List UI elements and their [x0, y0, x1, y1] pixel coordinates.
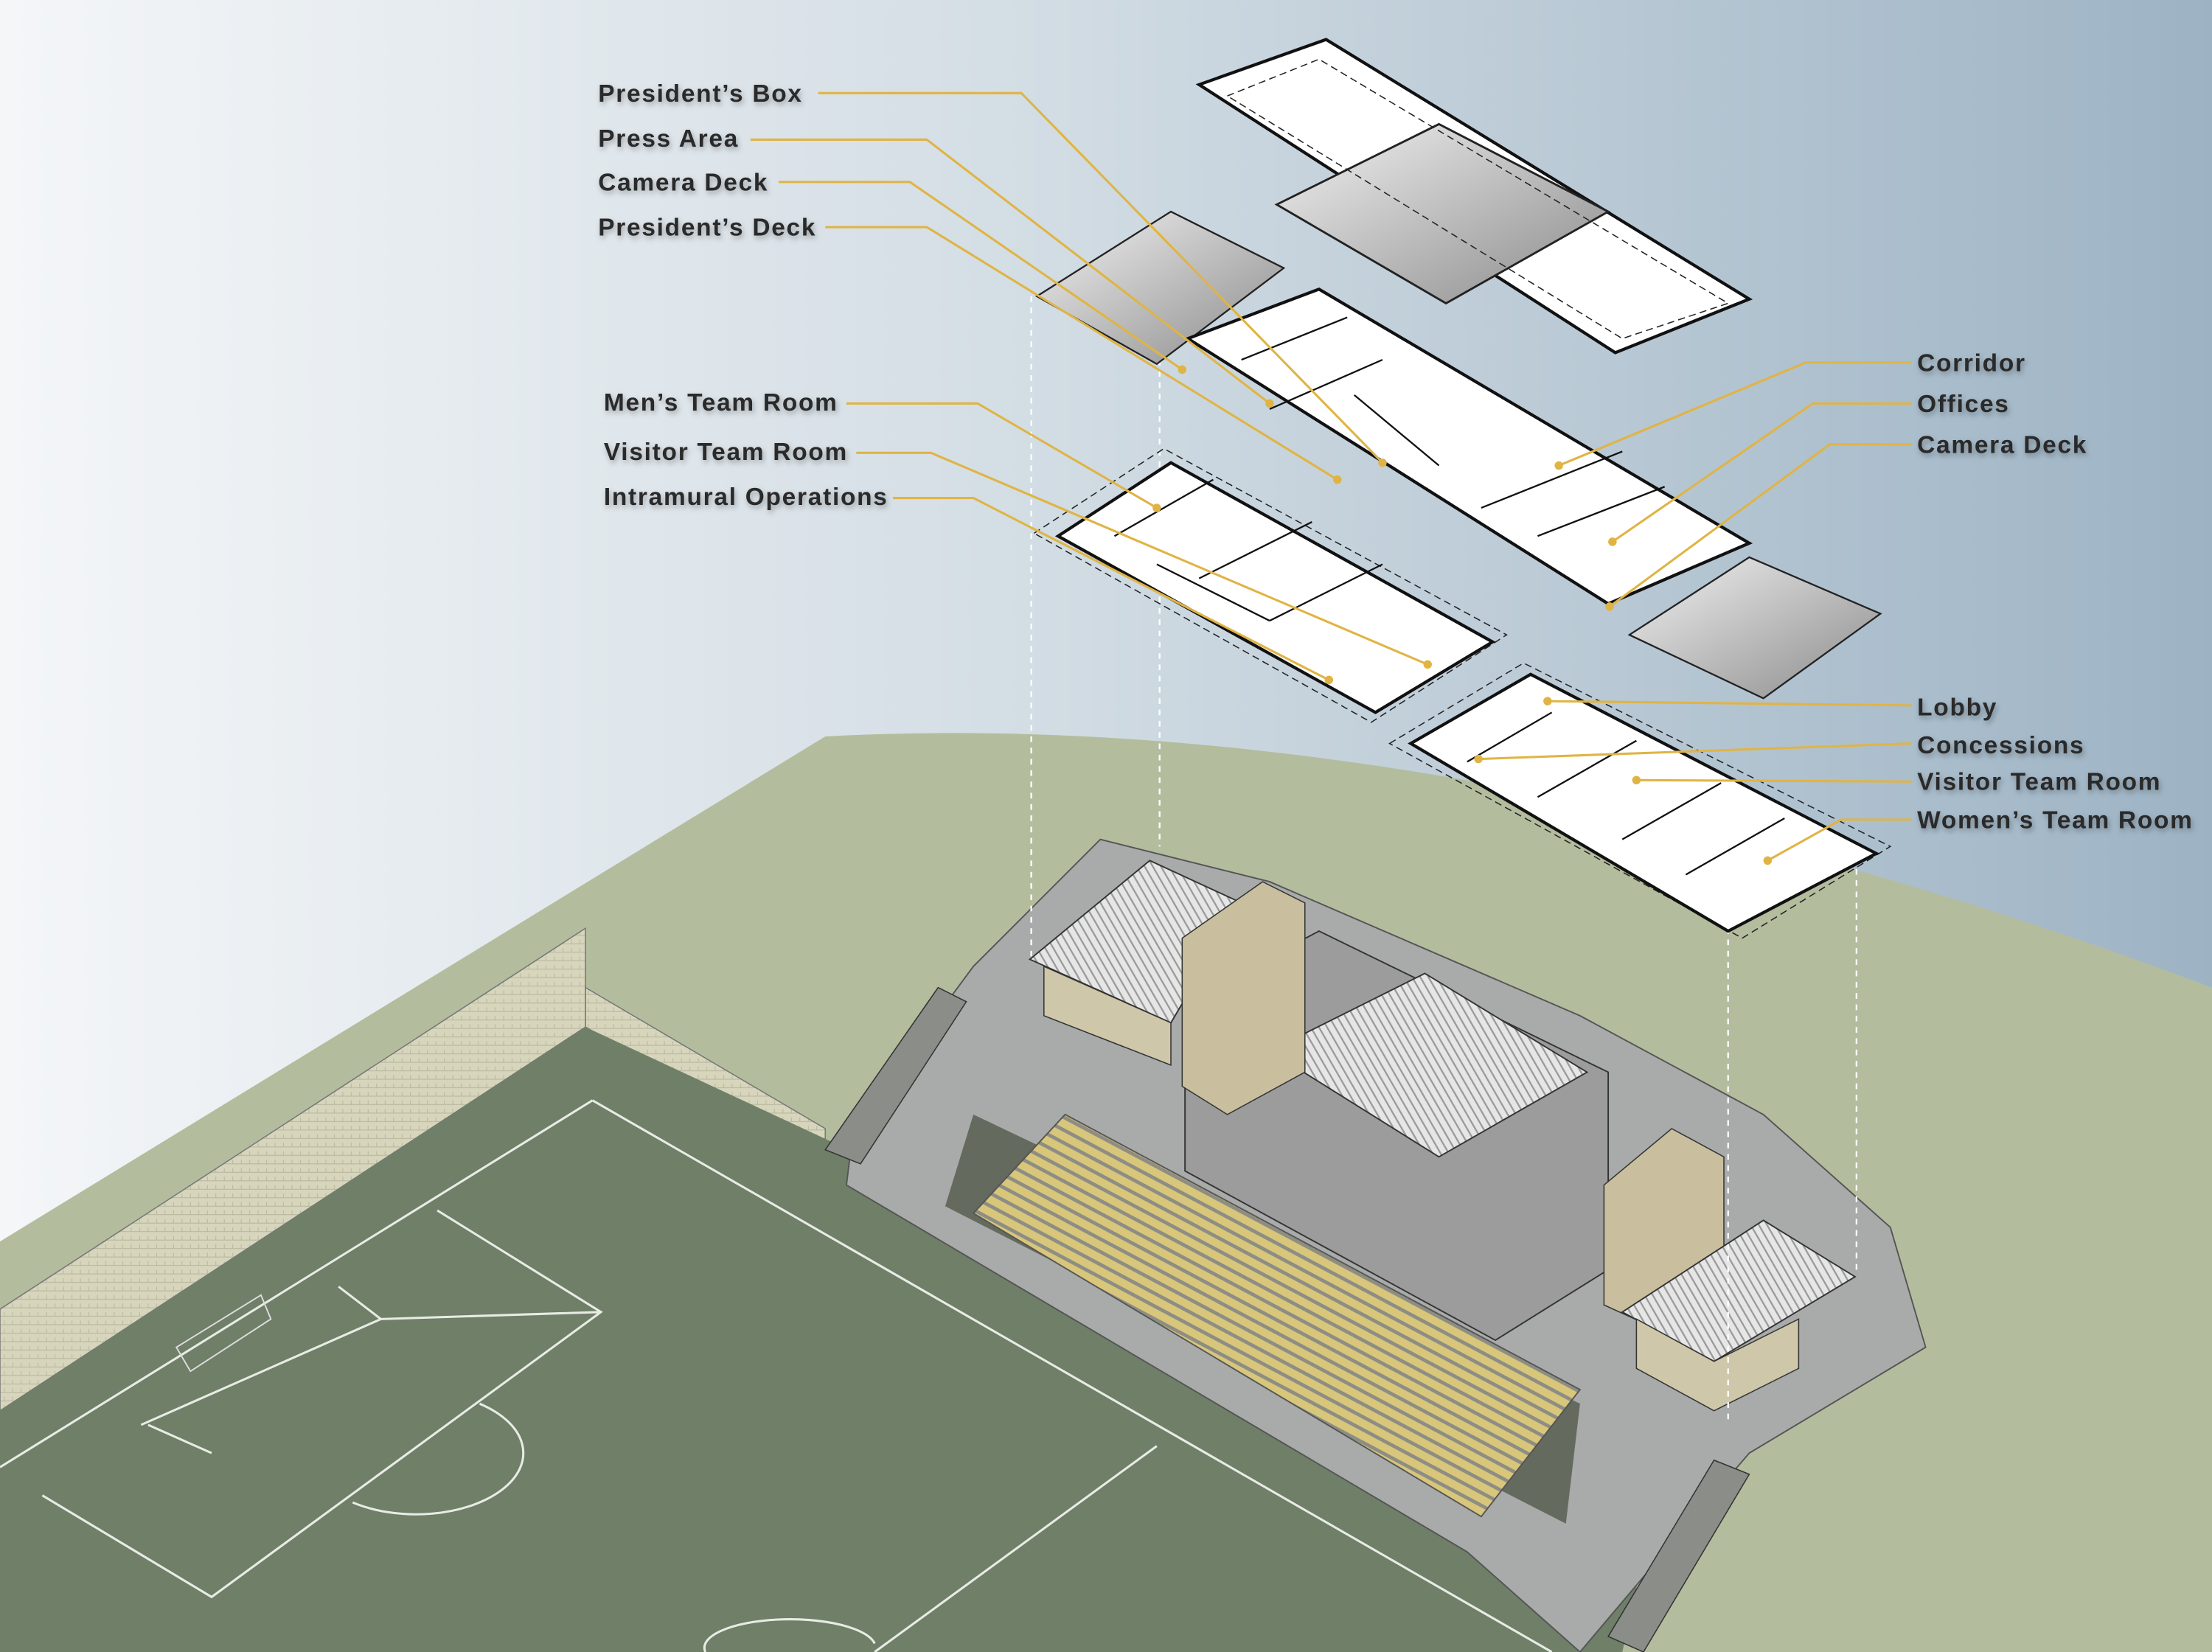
- right-pavilion: [1635, 1318, 1800, 1412]
- label-camera-deck-right: Camera Deck: [1917, 431, 2087, 459]
- label-womens-team-room: Women’s Team Room: [1917, 806, 2194, 834]
- upper-level-plan: [1035, 210, 1882, 700]
- main-roof: [1267, 972, 1589, 1158]
- stair-left: [824, 986, 967, 1165]
- label-visitor-team-room-left: Visitor Team Room: [604, 439, 848, 466]
- roof-level: [1195, 38, 1753, 355]
- label-visitor-team-room-right: Visitor Team Room: [1917, 769, 2161, 796]
- projection-lines: [1030, 296, 1858, 1425]
- label-press-area: Press Area: [598, 125, 739, 153]
- goal: [175, 1294, 272, 1373]
- label-camera-deck-upper: Camera Deck: [598, 169, 768, 196]
- tower-left: [1181, 881, 1306, 1115]
- label-offices: Offices: [1917, 391, 2010, 418]
- seating-bowl: [972, 1113, 1582, 1518]
- left-pavilion: [1043, 965, 1172, 1066]
- leader-lines: [750, 91, 1912, 865]
- label-intramural-operations: Intramural Operations: [604, 484, 888, 511]
- soccer-field: [0, 1027, 1651, 1652]
- label-concessions: Concessions: [1917, 732, 2084, 759]
- label-presidents-deck: President’s Deck: [598, 215, 816, 242]
- middle-level-plan: [1032, 447, 1508, 723]
- label-presidents-box: President’s Box: [598, 80, 803, 108]
- label-corridor: Corridor: [1917, 349, 2026, 377]
- lower-level-plan: [1388, 662, 1892, 939]
- label-lobby: Lobby: [1917, 694, 1997, 721]
- stair-right: [1607, 1459, 1750, 1652]
- pitch-markings: [0, 1099, 1553, 1652]
- label-mens-team-room: Men’s Team Room: [604, 389, 838, 417]
